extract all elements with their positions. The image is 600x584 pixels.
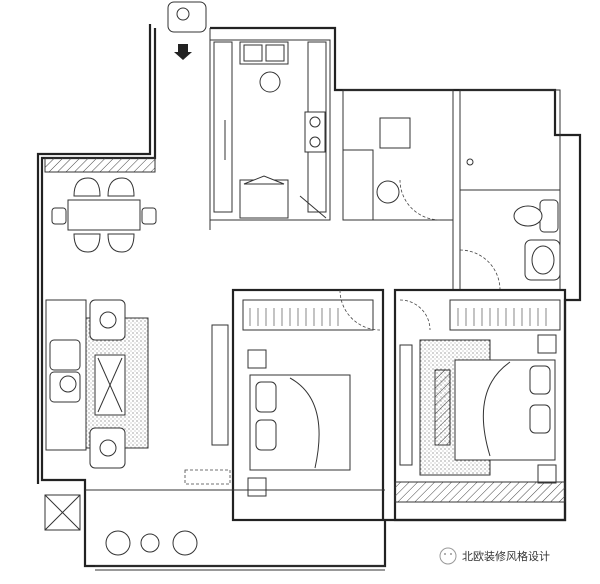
toilet-bowl (513, 205, 543, 227)
nightstand-left-2 (247, 477, 267, 497)
dining-table (67, 199, 141, 231)
tv-cabinet (211, 324, 229, 446)
bedroom-right-window-cabinet (394, 481, 566, 503)
dining-area (44, 157, 157, 253)
living-armchair-bottom (89, 427, 126, 469)
balcony (44, 489, 385, 571)
bathroom (452, 89, 561, 291)
coffee-table (94, 354, 126, 416)
kitchen-stove (304, 111, 326, 153)
floor-drain (466, 158, 474, 166)
bed-left (249, 374, 351, 471)
watermark-text: 北欧装修风格设计 (462, 549, 550, 563)
bedroom-right-tv (399, 344, 413, 466)
balcony-table (140, 533, 160, 553)
kitchen (209, 39, 331, 221)
wechat-icon (439, 547, 457, 565)
living-armchair-top (89, 299, 126, 341)
bedroom-left (231, 288, 385, 522)
dining-chair-2 (107, 177, 135, 197)
bedroom-bench (434, 369, 451, 446)
storage-room (342, 89, 454, 221)
dining-chair-3 (73, 233, 101, 253)
kitchen-sink (239, 41, 289, 65)
kitchen-stool (239, 179, 289, 219)
dining-chair-4 (107, 233, 135, 253)
nightstand-left-1 (247, 349, 267, 369)
living-person (59, 375, 77, 393)
entry-person (176, 7, 190, 21)
watermark: 北欧装修风格设计 (439, 547, 550, 565)
bed-right (454, 359, 556, 461)
nightstand-right-2 (537, 464, 557, 484)
living-sofa (45, 299, 87, 451)
bedroom-right (393, 288, 567, 522)
balcony-chair-left (105, 530, 131, 556)
entrance-area (167, 1, 207, 60)
toilet-tank (539, 199, 559, 233)
kitchen-person (259, 71, 281, 93)
wardrobe-left (242, 299, 374, 331)
entrance-arrow-icon (174, 44, 192, 60)
dining-chair-6 (141, 207, 157, 225)
balcony-chair-right (172, 530, 198, 556)
wardrobe-right (449, 299, 561, 331)
water-heater (376, 180, 400, 204)
dining-chair-5 (51, 207, 67, 225)
nightstand-right-1 (537, 334, 557, 354)
living-room (45, 299, 231, 485)
dining-chair-1 (73, 177, 101, 197)
dining-cabinet (44, 157, 156, 173)
